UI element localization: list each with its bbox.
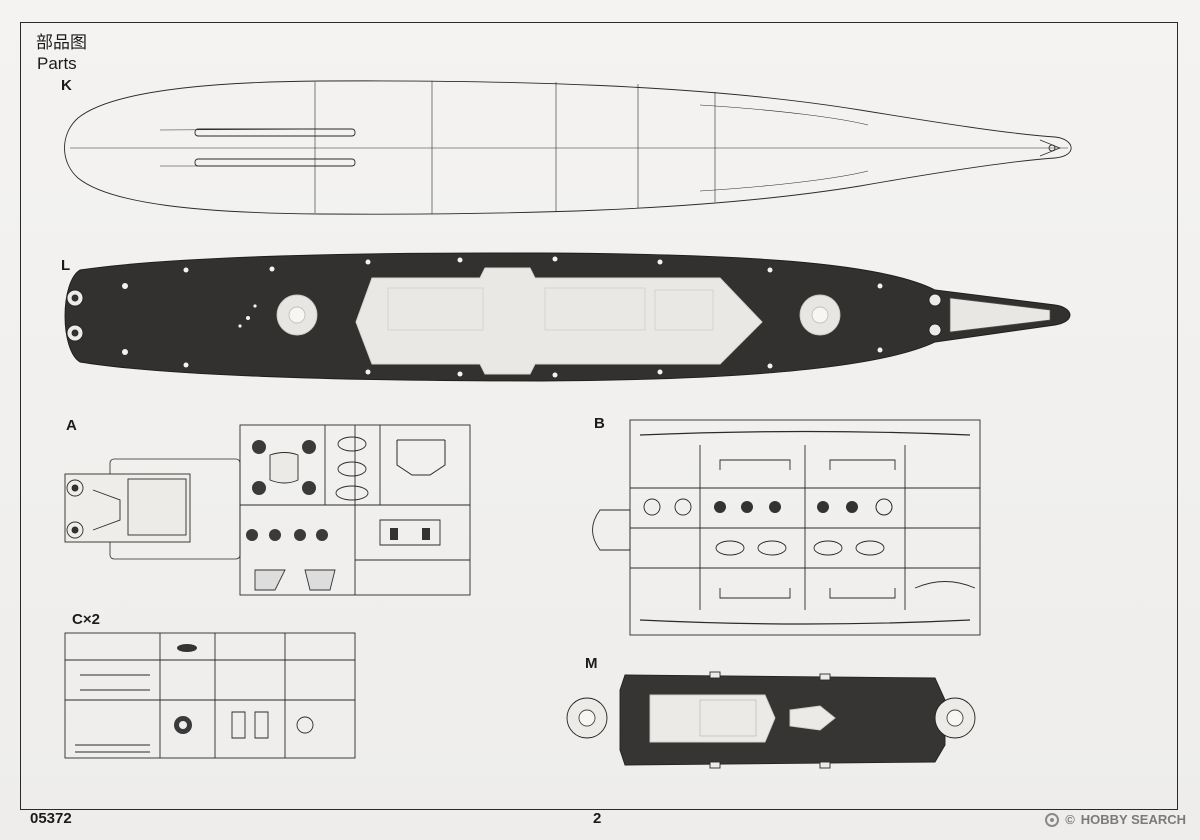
- watermark: © HOBBY SEARCH: [1045, 812, 1186, 827]
- watermark-brand: HOBBY SEARCH: [1080, 812, 1186, 827]
- watermark-logo-icon: [1045, 812, 1060, 827]
- watermark-copyright: ©: [1065, 812, 1075, 827]
- sprue-c: [64, 632, 356, 759]
- sprue-label-c: C×2: [72, 611, 100, 628]
- sprue-b: [592, 419, 981, 636]
- page-frame: [20, 22, 1178, 810]
- product-code: 05372: [30, 810, 72, 827]
- sprue-label-l: L: [61, 257, 71, 274]
- page-title-cn: 部品图: [36, 33, 87, 53]
- page-number: 2: [593, 810, 602, 827]
- sprue-label-m: M: [585, 655, 598, 672]
- sprue-label-a: A: [66, 417, 77, 434]
- deck-part-l: [64, 252, 1071, 382]
- sprue-label-b: B: [594, 415, 605, 432]
- sprue-a: [64, 424, 471, 596]
- sprue-label-k: K: [61, 77, 72, 94]
- page-title-en: Parts: [37, 54, 77, 73]
- hull-part-k: [64, 80, 1072, 215]
- deck-part-m: [566, 671, 976, 769]
